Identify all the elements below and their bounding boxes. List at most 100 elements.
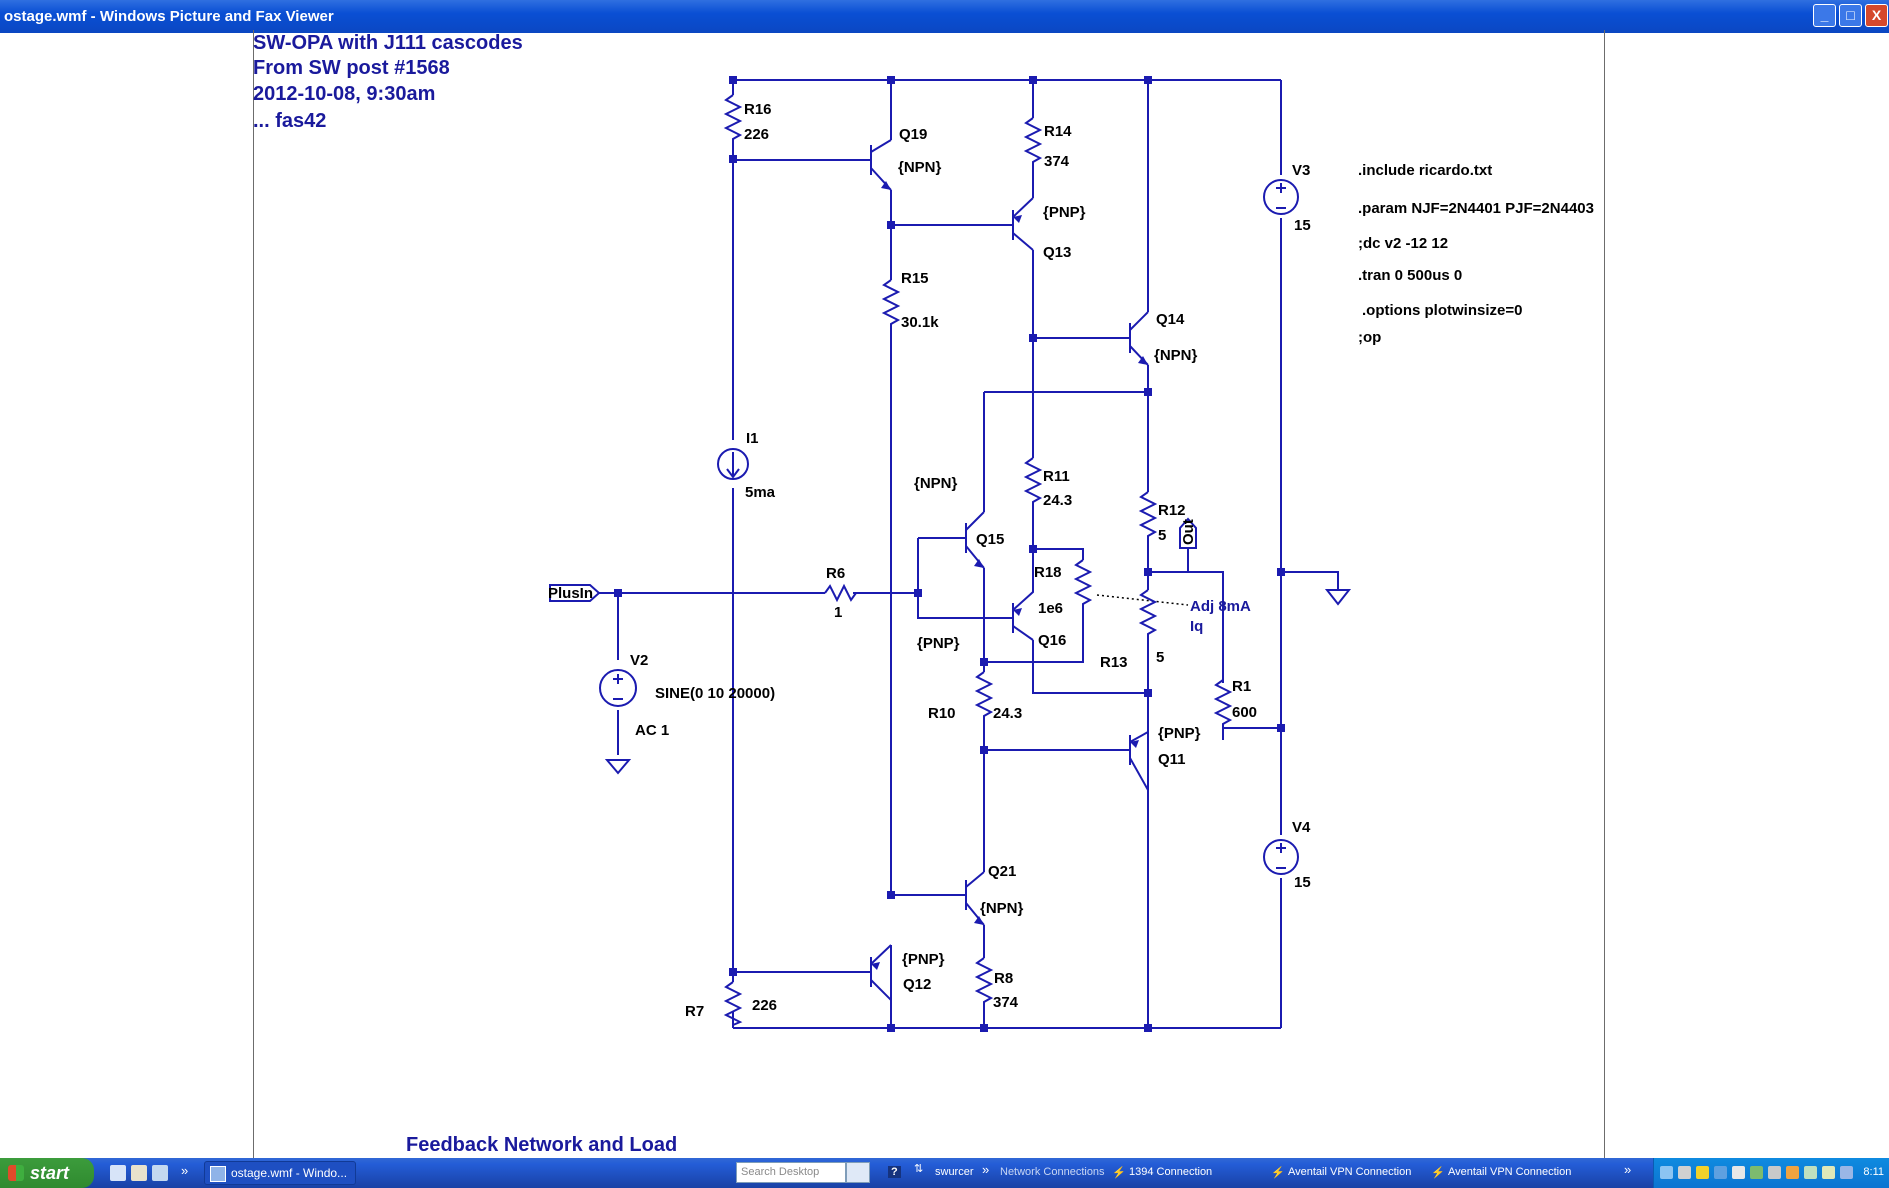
label-r16: R16 (744, 101, 772, 118)
desktop-search-input[interactable]: Search Desktop (736, 1162, 846, 1183)
monitor-icon[interactable] (1660, 1166, 1673, 1179)
tray-network-icon[interactable] (1822, 1166, 1835, 1179)
q15-transistor (955, 511, 985, 569)
r6-resistor (824, 583, 857, 603)
directive-dc: ;dc v2 -12 12 (1358, 235, 1448, 252)
label-i1: I1 (746, 430, 759, 447)
label-r8: R8 (994, 970, 1013, 987)
value-r11: 24.3 (1043, 492, 1072, 509)
tray-sync-icon[interactable] (1804, 1166, 1817, 1179)
tray-alert-icon[interactable] (1786, 1166, 1799, 1179)
vpn-icon-2[interactable]: ⚡ (1431, 1167, 1445, 1179)
label-r13: R13 (1100, 654, 1128, 671)
label-q11: Q11 (1158, 751, 1186, 768)
user-icon[interactable]: ⇅ (914, 1163, 924, 1175)
label-r6: R6 (826, 565, 845, 582)
model-q11: {PNP} (1158, 725, 1201, 742)
label-q14: Q14 (1156, 311, 1185, 328)
label-r15: R15 (901, 270, 929, 287)
schematic-source: From SW post #1568 (253, 57, 450, 79)
value-r6: 1 (834, 604, 842, 621)
junction-dots (614, 76, 1285, 1032)
close-button[interactable]: X (1865, 4, 1888, 27)
label-r18: R18 (1034, 564, 1062, 581)
taskbar: start » ostage.wmf - Windo... Search Des… (0, 1158, 1889, 1188)
vpn-icon[interactable]: ⚡ (1271, 1167, 1285, 1179)
start-label: start (30, 1163, 70, 1183)
r13-resistor (1138, 589, 1158, 640)
browser-icon[interactable] (152, 1165, 168, 1181)
r1-resistor (1213, 679, 1233, 740)
q21-transistor (955, 871, 985, 926)
directive-op: ;op (1358, 329, 1381, 346)
model-q13: {PNP} (1043, 204, 1086, 221)
windows-logo-icon (8, 1165, 24, 1181)
i1-current-source (717, 448, 749, 480)
connection-1394[interactable]: 1394 Connection (1129, 1166, 1213, 1178)
value-r10: 24.3 (993, 705, 1022, 722)
value-r7: 226 (752, 997, 777, 1014)
search-icon[interactable] (846, 1162, 870, 1183)
value-v4: 15 (1294, 874, 1311, 891)
q19-transistor (855, 139, 892, 191)
r7-resistor (723, 981, 743, 1028)
wires (599, 79, 1352, 1029)
maximize-button[interactable]: □ (1839, 4, 1862, 27)
label-r1: R1 (1232, 678, 1251, 695)
label-q19: Q19 (899, 126, 927, 143)
taskbar-more[interactable]: » (1624, 1162, 1632, 1177)
schematic-drawing: .w { stroke:#1b1bb0; stroke-width:2; fil… (253, 32, 1594, 1156)
clock[interactable]: 8:11 (1863, 1166, 1884, 1178)
value-v3: 15 (1294, 217, 1311, 234)
quicklaunch-more[interactable]: » (181, 1163, 189, 1178)
directive-options: .options plotwinsize=0 (1362, 302, 1522, 319)
app-icon[interactable] (131, 1165, 147, 1181)
help-icon[interactable]: ? (888, 1166, 901, 1178)
toolbar-more[interactable]: » (982, 1162, 990, 1177)
v3-voltage-source (1263, 179, 1299, 215)
v4-voltage-source (1263, 839, 1299, 875)
r16-resistor (723, 94, 743, 145)
image-file-icon (210, 1166, 226, 1182)
image-viewer-canvas (0, 33, 1889, 1158)
label-plusin: PlusIn (548, 585, 593, 602)
model-q16: {PNP} (917, 635, 960, 652)
q11-transistor (1122, 731, 1149, 791)
label-adj-bias: Adj 8mA (1190, 598, 1251, 615)
user-label[interactable]: swurcer (935, 1166, 974, 1178)
vpn-connection-1[interactable]: Aventail VPN Connection (1288, 1166, 1412, 1178)
label-r10: R10 (928, 705, 956, 722)
volume-icon[interactable] (1840, 1166, 1853, 1179)
sources (599, 179, 1299, 875)
label-r14: R14 (1044, 123, 1072, 140)
tray-app-icon[interactable] (1678, 1166, 1691, 1179)
vpn-connection-2[interactable]: Aventail VPN Connection (1448, 1166, 1572, 1178)
word-icon[interactable] (110, 1165, 126, 1181)
task-button-viewer[interactable]: ostage.wmf - Windo... (204, 1161, 356, 1185)
tray-security-icon[interactable] (1750, 1166, 1763, 1179)
r18-resistor (1073, 559, 1093, 610)
transistors (855, 139, 1149, 1028)
directive-tran: .tran 0 500us 0 (1358, 267, 1462, 284)
q13-transistor (1002, 197, 1034, 251)
model-q19: {NPN} (898, 159, 942, 176)
start-button[interactable]: start (0, 1158, 94, 1188)
label-v4: V4 (1292, 819, 1311, 836)
model-q14: {NPN} (1154, 347, 1198, 364)
minimize-button[interactable]: _ (1813, 4, 1836, 27)
r15-resistor (881, 279, 901, 330)
label-q21: Q21 (988, 863, 1016, 880)
directive-include: .include ricardo.txt (1358, 162, 1492, 179)
value-r15: 30.1k (901, 314, 939, 331)
help-tray-icon[interactable] (1696, 1166, 1709, 1179)
q14-transistor (1120, 311, 1149, 366)
network-connections-label[interactable]: Network Connections (1000, 1166, 1105, 1178)
tray-lock-icon[interactable] (1768, 1166, 1781, 1179)
tray-settings-icon[interactable] (1714, 1166, 1727, 1179)
label-q15: Q15 (976, 531, 1004, 548)
schematic-author: ... fas42 (253, 110, 326, 132)
network-icon[interactable]: ⚡ (1112, 1167, 1126, 1179)
window-titlebar[interactable]: ostage.wmf - Windows Picture and Fax Vie… (0, 0, 1889, 33)
paper-left-border (253, 30, 254, 1158)
tray-search-icon[interactable] (1732, 1166, 1745, 1179)
